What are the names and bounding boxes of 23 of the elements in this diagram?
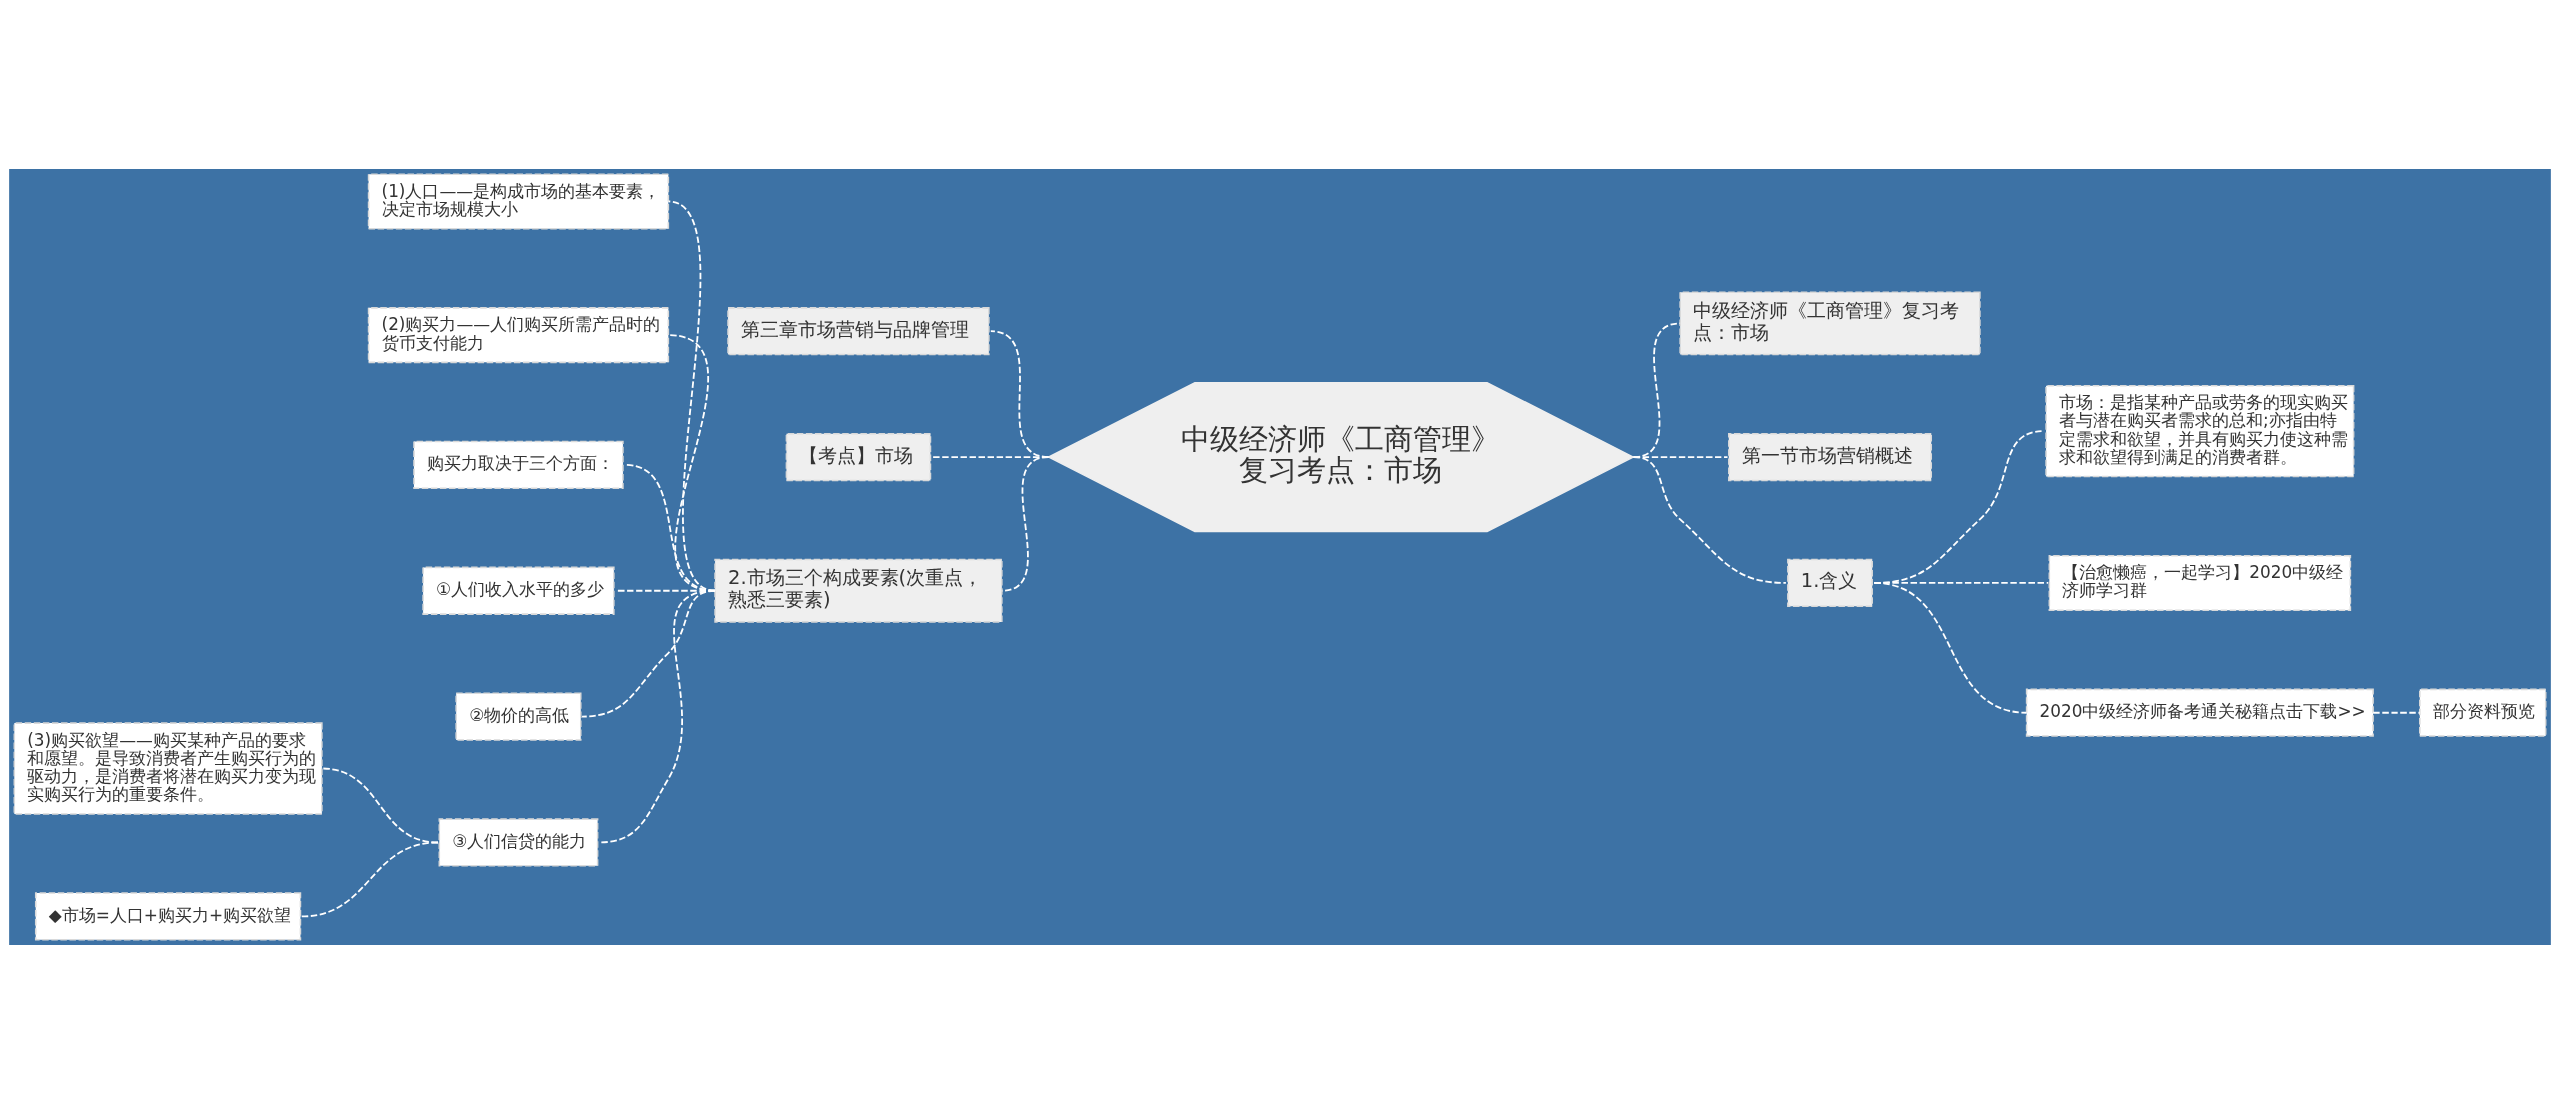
node-box: 1.含义 [1787, 558, 1873, 607]
node-box: ②物价的高低 [455, 691, 582, 741]
node-box: ③人们信贷的能力 [438, 817, 599, 867]
node-box: (2)购买力——人们购买所需产品时的货币支付能力 [367, 306, 670, 363]
node-box: 中级经济师《工商管理》复习考点：市场 [1679, 291, 1981, 355]
node-box: 2020中级经济师备考通关秘籍点击下载>> [2025, 688, 2374, 737]
node-box: 第一节市场营销概述 [1728, 432, 1932, 481]
connector [1632, 455, 1787, 584]
node-box: 【治愈懒癌，一起学习】2020中级经济师学习群 [2048, 554, 2352, 611]
node-box: ①人们收入水平的多少 [422, 566, 615, 615]
connector [2372, 711, 2421, 714]
node-box: (1)人口——是构成市场的基本要素，决定市场规模大小 [367, 172, 670, 229]
connector [1873, 581, 2028, 714]
node-box: 2.市场三个构成要素(次重点，熟悉三要素) [714, 558, 1003, 623]
node-box: (3)购买欲望——购买某种产品的要求和愿望。是导致消费者产生购买行为的驱动力，是消费者将潜在购买力变为现实购买行为的重要条件。 [13, 721, 323, 815]
node-box: ◆市场=人口+购买力+购买欲望 [34, 891, 302, 941]
node-box: 购买力取决于三个方面： [413, 440, 624, 489]
node-box: 部分资料预览 [2419, 688, 2547, 737]
node-box: 市场：是指某种产品或劳务的现实购买者与潜在购买者需求的总和;亦指由特定需求和欲望，并具有购买力使这种需求和欲望得到满足的消费者群。 [2045, 384, 2355, 477]
node-box: 【考点】市场 [785, 432, 932, 481]
node-box: 第三章市场营销与品牌管理 [727, 306, 990, 355]
connector [300, 841, 439, 917]
connector [598, 589, 716, 843]
